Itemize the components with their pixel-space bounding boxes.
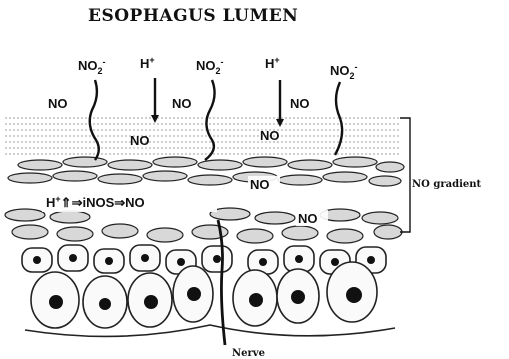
- no2-label-2: NO2-: [196, 57, 224, 76]
- no-label-2: NO: [172, 96, 192, 111]
- basal-layer: [25, 262, 395, 336]
- no-gradient-label: NO gradient: [412, 179, 481, 190]
- no-label-6: NO: [250, 177, 270, 192]
- h-plus-label-1: H+: [140, 55, 155, 71]
- nerve-label: Nerve: [232, 348, 265, 359]
- no2-label-1: NO2-: [78, 57, 106, 76]
- no-label-7: NO: [298, 211, 318, 226]
- inos-pathway-label: H+⇑⇒iNOS⇒NO: [46, 194, 145, 210]
- no-label-3: NO: [290, 96, 310, 111]
- gradient-bracket: [400, 118, 410, 232]
- no-label-1: NO: [48, 96, 68, 111]
- no-label-5: NO: [260, 128, 280, 143]
- h-plus-label-2: H+: [265, 55, 280, 71]
- no-label-4: NO: [130, 133, 150, 148]
- no2-label-3: NO2-: [330, 62, 358, 81]
- diffusion-arrows: [90, 78, 342, 160]
